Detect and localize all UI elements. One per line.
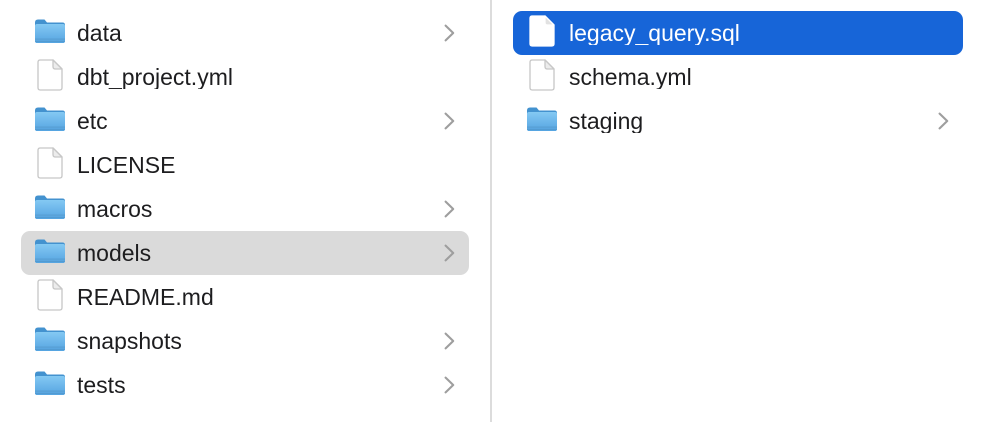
item-label: data bbox=[77, 21, 122, 45]
file-icon bbox=[529, 58, 555, 96]
folder-icon bbox=[33, 369, 67, 401]
item-icon-box bbox=[33, 278, 67, 316]
folder-icon bbox=[33, 325, 67, 357]
chevron-right-icon bbox=[444, 200, 455, 218]
chevron-right-icon bbox=[444, 112, 455, 130]
item-snapshots[interactable]: snapshots bbox=[21, 319, 469, 363]
item-icon-box bbox=[33, 103, 67, 139]
chevron-right-icon bbox=[938, 112, 949, 130]
item-icon-box bbox=[33, 367, 67, 403]
chevron-right-icon bbox=[444, 332, 455, 350]
item-icon-box bbox=[525, 103, 559, 139]
folder-icon bbox=[33, 237, 67, 269]
item-schema-yml[interactable]: schema.yml bbox=[513, 55, 963, 99]
item-icon-box bbox=[33, 15, 67, 51]
column-child: legacy_query.sql schema.yml bbox=[492, 0, 984, 422]
item-staging[interactable]: staging bbox=[513, 99, 963, 143]
column-parent: data dbt_project.yml bbox=[0, 0, 490, 422]
item-label: dbt_project.yml bbox=[77, 65, 233, 89]
item-data[interactable]: data bbox=[21, 11, 469, 55]
chevron-right-icon bbox=[444, 24, 455, 42]
chevron-right-icon bbox=[444, 244, 455, 262]
item-icon-box bbox=[525, 58, 559, 96]
item-label: snapshots bbox=[77, 329, 182, 353]
item-label: etc bbox=[77, 109, 108, 133]
item-icon-box bbox=[525, 14, 559, 52]
item-icon-box bbox=[33, 235, 67, 271]
item-label: models bbox=[77, 241, 152, 265]
item-label: macros bbox=[77, 197, 153, 221]
folder-icon bbox=[33, 105, 67, 137]
item-label: tests bbox=[77, 373, 126, 397]
item-etc[interactable]: etc bbox=[21, 99, 469, 143]
file-icon bbox=[529, 14, 555, 52]
item-label: schema.yml bbox=[569, 65, 692, 89]
folder-icon bbox=[525, 105, 559, 137]
item-license[interactable]: LICENSE bbox=[21, 143, 469, 187]
item-tests[interactable]: tests bbox=[21, 363, 469, 407]
item-readme-md[interactable]: README.md bbox=[21, 275, 469, 319]
item-icon-box bbox=[33, 323, 67, 359]
item-label: legacy_query.sql bbox=[569, 21, 740, 45]
item-dbt-project-yml[interactable]: dbt_project.yml bbox=[21, 55, 469, 99]
item-macros[interactable]: macros bbox=[21, 187, 469, 231]
item-legacy-query-sql[interactable]: legacy_query.sql bbox=[513, 11, 963, 55]
file-icon bbox=[37, 58, 63, 96]
item-label: README.md bbox=[77, 285, 214, 309]
item-icon-box bbox=[33, 191, 67, 227]
item-icon-box bbox=[33, 146, 67, 184]
column-divider[interactable] bbox=[490, 0, 492, 422]
chevron-right-icon bbox=[444, 376, 455, 394]
file-icon bbox=[37, 278, 63, 316]
item-label: staging bbox=[569, 109, 644, 133]
item-models[interactable]: models bbox=[21, 231, 469, 275]
folder-icon bbox=[33, 193, 67, 225]
item-icon-box bbox=[33, 58, 67, 96]
folder-icon bbox=[33, 17, 67, 49]
item-label: LICENSE bbox=[77, 153, 176, 177]
file-icon bbox=[37, 146, 63, 184]
